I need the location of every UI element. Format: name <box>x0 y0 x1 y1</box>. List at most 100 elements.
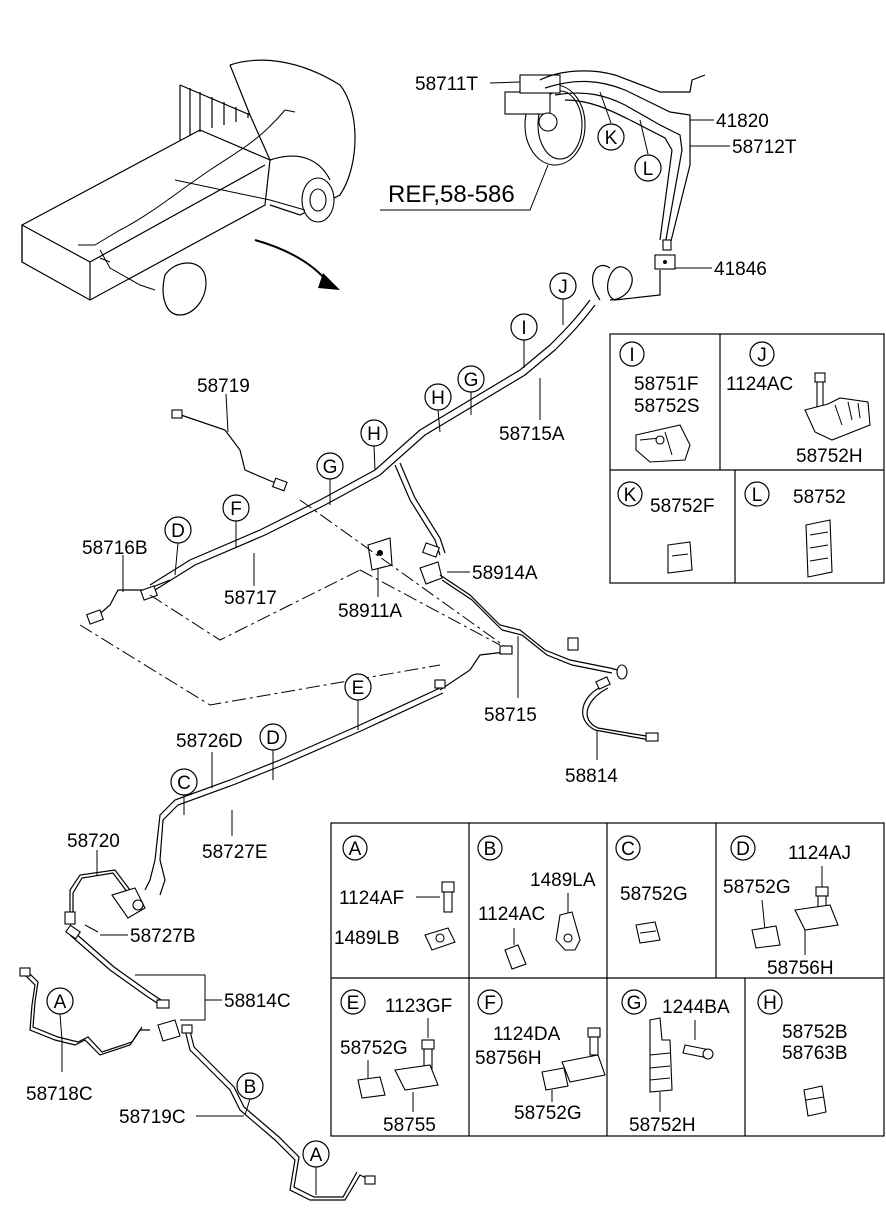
label-58814: 58814 <box>565 766 618 787</box>
svg-text:G: G <box>323 457 338 478</box>
svg-text:1489LB: 1489LB <box>334 928 400 949</box>
callout-G-lower: G <box>316 452 344 505</box>
callout-E: E <box>344 673 372 730</box>
svg-text:G: G <box>627 993 642 1014</box>
svg-text:1124AC: 1124AC <box>726 374 793 395</box>
svg-text:58752F: 58752F <box>650 496 714 517</box>
label-58718C: 58718C <box>26 1084 93 1105</box>
callout-D-upper: D <box>164 516 192 576</box>
svg-text:B: B <box>244 1077 257 1098</box>
label-58726D: 58726D <box>176 731 243 752</box>
detail-panel-D: D 1124AJ 58752G 58756H <box>723 835 851 979</box>
svg-text:D: D <box>266 728 280 749</box>
svg-text:C: C <box>177 773 191 794</box>
label-41846: 41846 <box>714 259 767 280</box>
svg-text:K: K <box>605 128 618 149</box>
detail-panel-I: I 58751F 58752S <box>619 341 700 463</box>
svg-text:E: E <box>352 678 365 699</box>
svg-text:58752: 58752 <box>793 487 846 508</box>
detail-panel-E: E 1123GF 58752G 58755 <box>340 989 452 1136</box>
svg-text:I: I <box>521 318 526 339</box>
svg-text:1124AF: 1124AF <box>339 888 404 909</box>
svg-text:1124DA: 1124DA <box>493 1024 561 1045</box>
callout-J: J <box>549 272 577 325</box>
detail-panel-A: A 1124AF 1489LB <box>334 835 456 951</box>
svg-text:J: J <box>757 345 767 366</box>
svg-text:58751F: 58751F <box>634 374 698 395</box>
svg-text:F: F <box>484 993 496 1014</box>
svg-text:1489LA: 1489LA <box>530 870 596 891</box>
callout-F: F <box>222 494 250 548</box>
label-58712T: 58712T <box>732 137 797 158</box>
svg-text:D: D <box>736 839 750 860</box>
svg-text:A: A <box>349 839 362 860</box>
svg-text:H: H <box>367 424 381 445</box>
label-58716B: 58716B <box>82 538 148 559</box>
detail-panel-J: J 1124AC 58752H <box>726 341 871 467</box>
label-58715: 58715 <box>484 705 537 726</box>
label-ref-58-586: REF,58-586 <box>388 181 515 208</box>
callout-G-upper: G <box>457 365 485 415</box>
detail-panel-B: B 1489LA 1124AC <box>477 835 596 970</box>
detail-panel-K: K 58752F <box>617 481 714 574</box>
svg-text:A: A <box>54 992 67 1013</box>
label-58814C: 58814C <box>224 991 291 1012</box>
svg-text:58756H: 58756H <box>767 958 834 979</box>
callout-H-upper: H <box>424 383 452 433</box>
label-41820: 41820 <box>716 111 769 132</box>
part-labels: 58711T 41820 58712T REF,58-586 41846 587… <box>26 74 797 1128</box>
label-58914A: 58914A <box>472 563 538 584</box>
callout-B: B <box>236 1072 264 1116</box>
svg-text:58752S: 58752S <box>634 396 700 417</box>
callout-I: I <box>510 313 538 368</box>
label-58719: 58719 <box>197 376 250 397</box>
svg-text:58752H: 58752H <box>796 446 863 467</box>
truck-illustration <box>21 59 356 316</box>
svg-text:58755: 58755 <box>383 1115 436 1136</box>
callout-L: L <box>634 119 662 182</box>
svg-text:58752H: 58752H <box>629 1115 696 1136</box>
svg-text:L: L <box>643 159 654 180</box>
callout-K: K <box>597 91 625 151</box>
callout-D-lower: D <box>259 723 287 780</box>
svg-text:D: D <box>171 521 185 542</box>
svg-text:A: A <box>310 1145 323 1166</box>
svg-text:58752G: 58752G <box>620 884 688 905</box>
label-58727E: 58727E <box>202 842 268 863</box>
svg-text:58763B: 58763B <box>782 1043 848 1064</box>
detail-panel-F: F 1124DA 58756H 58752G <box>475 989 606 1124</box>
label-58719C: 58719C <box>119 1107 186 1128</box>
master-cylinder-assembly <box>380 70 706 301</box>
svg-text:58752G: 58752G <box>514 1103 582 1124</box>
callout-C: C <box>170 768 198 815</box>
svg-text:J: J <box>558 277 568 298</box>
callout-A-left: A <box>46 987 74 1041</box>
detail-panel-G: G 1244BA 58752H <box>621 989 730 1136</box>
callout-H-lower: H <box>360 419 388 471</box>
svg-text:58756H: 58756H <box>475 1048 542 1069</box>
svg-text:1124AJ: 1124AJ <box>788 843 851 864</box>
svg-text:K: K <box>624 485 637 506</box>
label-58727B: 58727B <box>130 926 196 947</box>
callout-A-right: A <box>302 1140 330 1195</box>
svg-text:1244BA: 1244BA <box>662 997 730 1018</box>
detail-panel-H: H 58752B 58763B <box>757 989 848 1117</box>
svg-text:G: G <box>464 370 479 391</box>
svg-text:B: B <box>484 839 497 860</box>
label-58715A: 58715A <box>499 424 565 445</box>
svg-text:58752G: 58752G <box>340 1038 408 1059</box>
detail-panel-C: C 58752G <box>615 835 688 944</box>
label-58711T: 58711T <box>415 74 478 95</box>
svg-text:58752B: 58752B <box>782 1022 848 1043</box>
label-58717: 58717 <box>224 588 277 609</box>
svg-text:E: E <box>347 993 360 1014</box>
svg-text:F: F <box>230 499 242 520</box>
detail-panel-L: L 58752 <box>744 481 846 578</box>
svg-text:C: C <box>621 839 635 860</box>
svg-text:58752G: 58752G <box>723 877 791 898</box>
svg-text:H: H <box>763 993 777 1014</box>
svg-text:1124AC: 1124AC <box>478 904 545 925</box>
svg-text:1123GF: 1123GF <box>385 996 452 1017</box>
svg-text:H: H <box>431 388 445 409</box>
